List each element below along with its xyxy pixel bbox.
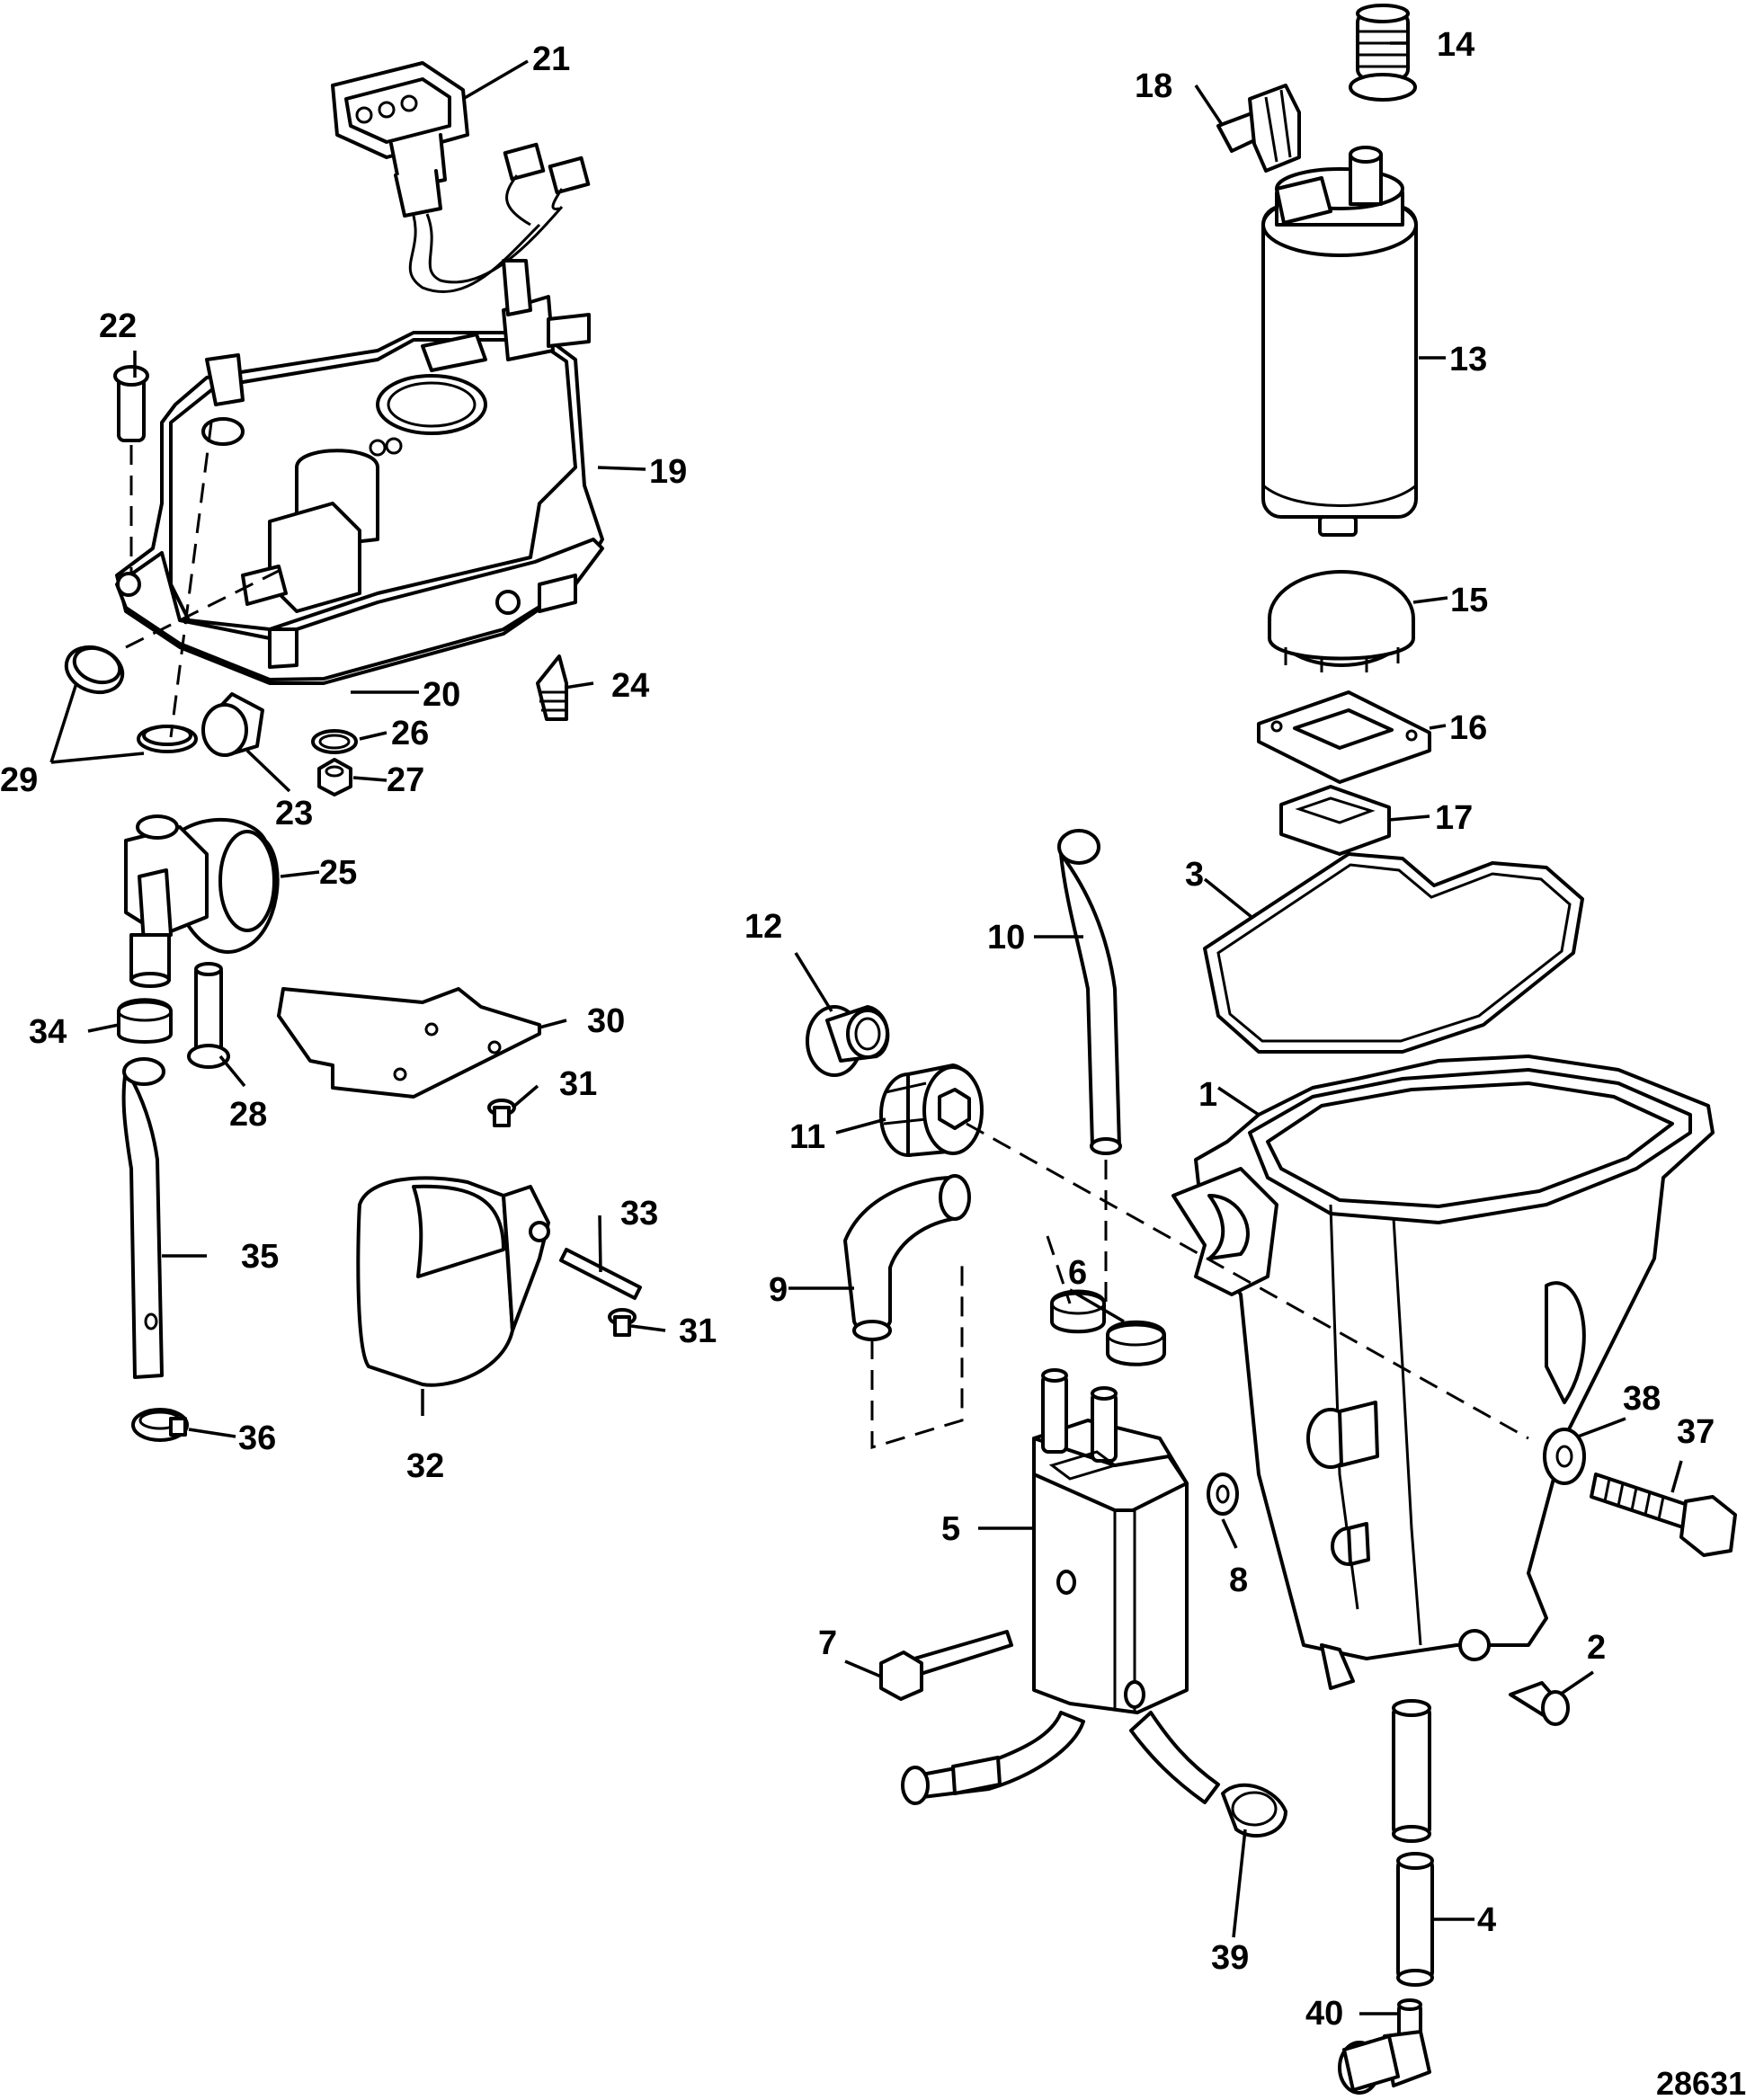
callout-15: 15: [1450, 582, 1488, 619]
hose-part-4: [1392, 1699, 1434, 1987]
callout-22: 22: [99, 307, 137, 345]
callout-8: 8: [1229, 1562, 1248, 1599]
callout-21: 21: [532, 40, 570, 78]
callout-23: 23: [275, 795, 313, 832]
callout-4: 4: [1477, 1901, 1496, 1939]
plug-part-11: [879, 1063, 984, 1157]
callout-38: 38: [1623, 1380, 1661, 1418]
callout-13: 13: [1449, 341, 1487, 378]
leader-lines: [49, 41, 1683, 2015]
callout-10: 10: [987, 919, 1025, 957]
alignment-lines: [125, 422, 1529, 1450]
push-rivet-part-24: [536, 654, 568, 721]
hose-part-10: [1057, 829, 1122, 1155]
callout-34: 34: [29, 1013, 67, 1051]
callout-1: 1: [1198, 1076, 1217, 1114]
callout-33: 33: [620, 1195, 658, 1232]
callout-37: 37: [1677, 1413, 1715, 1451]
callout-30: 30: [587, 1002, 625, 1040]
hose-clamp-part-36: [131, 1408, 189, 1442]
callout-36: 36: [238, 1419, 276, 1457]
vapor-separator-cover-part-19: [115, 259, 604, 685]
hose-part-35: [121, 1057, 165, 1379]
o-ring-part-26: [311, 729, 358, 754]
callout-29: 29: [0, 761, 38, 799]
elbow-hose-part-9: [843, 1174, 971, 1341]
callout-3: 3: [1185, 856, 1204, 894]
hose-clamp-part-6: [1050, 1289, 1166, 1366]
screw-part-31b: [608, 1308, 637, 1337]
callout-28: 28: [229, 1096, 267, 1134]
pump-connector-part-18: [1216, 84, 1301, 173]
bolt-part-7: [879, 1630, 1013, 1701]
callout-40: 40: [1305, 1995, 1343, 2033]
tank-housing-part-1: [1171, 1054, 1715, 1690]
callout-14: 14: [1437, 26, 1474, 64]
callout-12: 12: [744, 908, 782, 946]
pin-part-33: [559, 1248, 642, 1300]
figure-number: 28631: [1656, 2065, 1746, 2100]
callout-5: 5: [941, 1510, 960, 1548]
harness-connector-part-21: [331, 61, 591, 294]
bolt-part-37: [1590, 1473, 1737, 1557]
callout-24: 24: [611, 667, 649, 705]
gasket-part-3: [1203, 852, 1584, 1054]
screw-part-31a: [487, 1099, 516, 1127]
callout-32: 32: [406, 1447, 444, 1485]
hose-sleeve-part-23: [201, 692, 264, 757]
callout-7: 7: [818, 1624, 837, 1662]
callout-20: 20: [423, 676, 460, 714]
grommet-part-17: [1279, 785, 1391, 856]
bracket-plate-part-30: [277, 987, 541, 1099]
washer-part-38: [1543, 1428, 1586, 1485]
screw-part-22: [113, 365, 149, 442]
callout-39: 39: [1211, 1939, 1249, 1977]
callout-11: 11: [789, 1118, 825, 1156]
callout-35: 35: [241, 1238, 279, 1276]
check-valve-part-14: [1349, 4, 1417, 102]
cover-part-32: [356, 1176, 550, 1387]
filter-cap-part-15: [1268, 570, 1415, 672]
washer-part-8: [1207, 1473, 1239, 1516]
callout-9: 9: [769, 1271, 788, 1309]
cap-part-12: [806, 1005, 890, 1077]
pin-part-28: [187, 962, 230, 1069]
fuel-filter-part-5: [901, 1368, 1220, 1805]
callout-6: 6: [1068, 1254, 1087, 1292]
valve-assembly-part-25: [124, 814, 280, 988]
elbow-fitting-part-40: [1338, 1998, 1431, 2095]
callout-18: 18: [1135, 67, 1172, 105]
callout-16: 16: [1449, 709, 1487, 747]
callout-17: 17: [1435, 799, 1473, 837]
hose-clamp-part-34: [117, 998, 173, 1044]
bleed-screw-part-2: [1509, 1681, 1570, 1726]
callout-26: 26: [391, 715, 429, 752]
fuel-pump-part-13: [1261, 146, 1418, 537]
plate-part-16: [1257, 690, 1431, 784]
nut-part-27: [317, 758, 352, 796]
callout-31b: 31: [679, 1312, 717, 1350]
callout-2: 2: [1587, 1629, 1606, 1667]
callout-labels: 1 2 3 4 5 6 7 8 9 10 11 12 13 14 15 16 1…: [0, 26, 1746, 2100]
callout-25: 25: [319, 854, 357, 892]
callout-19: 19: [649, 453, 687, 491]
hose-clamp-part-39: [1221, 1783, 1287, 1838]
callout-31a: 31: [559, 1065, 597, 1103]
hose-clamp-part-29: [64, 645, 198, 753]
callout-27: 27: [387, 761, 424, 799]
